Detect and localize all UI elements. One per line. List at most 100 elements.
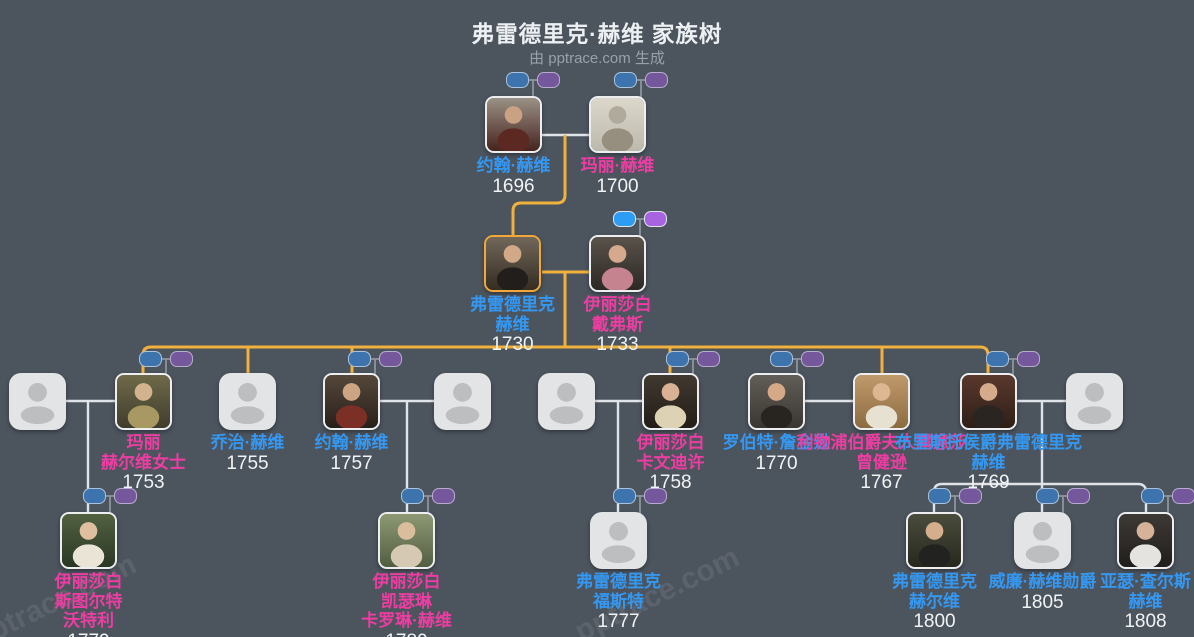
portrait-painting (380, 514, 433, 567)
portrait-frederick-hervey-1769[interactable] (960, 373, 1017, 430)
person-name: 利物浦伯爵夫人露意莎 (796, 433, 967, 452)
portrait-john-hervey-1696[interactable] (485, 96, 542, 153)
placeholder-avatar-frederick-foster-1777[interactable] (590, 512, 647, 569)
portrait-mary-lady-hervey-1753[interactable] (115, 373, 172, 430)
mother-pill-frederick-foster-1777[interactable] (644, 488, 667, 504)
portrait-mary-hervey-1700[interactable] (589, 96, 646, 153)
portrait-arthur-charles-hervey-1808[interactable] (1117, 512, 1174, 569)
person-birth-year: 1770 (755, 452, 798, 474)
mother-pill-frederick-hervey-1800[interactable] (959, 488, 982, 504)
placeholder-avatar-george-hervey-1755[interactable] (219, 373, 276, 430)
person-birth-year: 1808 (1124, 611, 1167, 632)
portrait-frederick-hervey-1730[interactable] (484, 235, 541, 292)
lineage-gen2-couple (542, 270, 589, 347)
father-pill-william-hervey-1805[interactable] (1036, 488, 1059, 504)
person-name: 弗雷德里克 (576, 572, 661, 591)
father-pill-john-hervey-1757[interactable] (348, 351, 371, 367)
person-silhouette-icon (219, 373, 276, 430)
mother-pill-mary-hervey-1700[interactable] (645, 72, 668, 88)
portrait-elizabeth-cavendish-1758[interactable] (642, 373, 699, 430)
person-birth-year: 1757 (330, 452, 373, 474)
person-name: 曾健逊 (856, 452, 907, 472)
page-title: 弗雷德里克·赫维 家族树 (471, 22, 723, 47)
person-name: 伊丽莎白 (372, 572, 441, 591)
placeholder-avatar-spouse-placeholder-2[interactable] (434, 373, 491, 430)
person-birth-year: 1758 (649, 472, 692, 493)
person-name: 赫尔维女士 (101, 452, 186, 472)
mother-pill-william-hervey-1805[interactable] (1067, 488, 1090, 504)
portrait-frederick-hervey-1800[interactable] (906, 512, 963, 569)
person-silhouette-icon (1014, 512, 1071, 569)
mother-pill-elizabeth-davers-1733[interactable] (644, 211, 667, 227)
mother-pill-john-hervey-1696[interactable] (537, 72, 560, 88)
portrait-john-hervey-1757[interactable] (323, 373, 380, 430)
person-silhouette-icon (538, 373, 595, 430)
person-name: 弗雷德里克 (470, 295, 555, 314)
mother-pill-john-hervey-1757[interactable] (379, 351, 402, 367)
person-name: 伊丽莎白 (54, 572, 123, 591)
placeholder-avatar-spouse-placeholder-4[interactable] (1066, 373, 1123, 430)
portrait-elizabeth-davers-1733[interactable] (589, 235, 646, 292)
father-pill-mary-lady-hervey-1753[interactable] (139, 351, 162, 367)
placeholder-avatar-william-hervey-1805[interactable] (1014, 512, 1071, 569)
father-pill-john-hervey-1696[interactable] (506, 72, 529, 88)
mother-pill-arthur-charles-hervey-1808[interactable] (1172, 488, 1194, 504)
portrait-painting (750, 375, 803, 428)
mother-pill-elizabeth-stuart-wortley-1779[interactable] (114, 488, 137, 504)
father-pill-frederick-hervey-1769[interactable] (986, 351, 1009, 367)
lineage-children-bus (141, 345, 990, 373)
person-name: 斯图尔特 (54, 591, 123, 611)
father-pill-arthur-charles-hervey-1808[interactable] (1141, 488, 1164, 504)
mother-pill-frederick-hervey-1769[interactable] (1017, 351, 1040, 367)
person-birth-year: 1733 (596, 334, 639, 355)
portrait-elizabeth-stuart-wortley-1779[interactable] (60, 512, 117, 569)
placeholder-avatar-spouse-placeholder-3[interactable] (538, 373, 595, 430)
father-pill-elizabeth-davers-1733[interactable] (613, 211, 636, 227)
placeholder-avatar-spouse-placeholder-1[interactable] (9, 373, 66, 430)
father-pill-frederick-hervey-1800[interactable] (928, 488, 951, 504)
portrait-robert-jenkinson-1770[interactable] (748, 373, 805, 430)
portrait-painting (325, 375, 378, 428)
father-pill-elizabeth-catherine-caroline-hervey-1780[interactable] (401, 488, 424, 504)
father-pill-elizabeth-stuart-wortley-1779[interactable] (83, 488, 106, 504)
lineage-gen1-gen2 (511, 135, 567, 235)
person-birth-year: 1730 (491, 334, 534, 355)
person-name: 亚瑟·查尔斯 (1100, 572, 1191, 591)
person-birth-year: 1780 (361, 631, 452, 637)
portrait-painting (117, 375, 170, 428)
person-birth-year: 1755 (226, 452, 269, 474)
mother-pill-elizabeth-catherine-caroline-hervey-1780[interactable] (432, 488, 455, 504)
person-silhouette-icon (1066, 373, 1123, 430)
portrait-painting (908, 514, 961, 567)
person-silhouette-icon (590, 512, 647, 569)
person-name: 赫维 (971, 452, 1006, 472)
mother-pill-robert-jenkinson-1770[interactable] (801, 351, 824, 367)
mother-pill-elizabeth-cavendish-1758[interactable] (697, 351, 720, 367)
person-name: 卡文迪许 (636, 452, 705, 472)
mother-pill-mary-lady-hervey-1753[interactable] (170, 351, 193, 367)
father-pill-mary-hervey-1700[interactable] (614, 72, 637, 88)
person-birth-year: 1769 (967, 472, 1010, 493)
portrait-elizabeth-catherine-caroline-hervey-1780[interactable] (378, 512, 435, 569)
father-pill-robert-jenkinson-1770[interactable] (770, 351, 793, 367)
person-silhouette-icon (9, 373, 66, 430)
father-pill-elizabeth-cavendish-1758[interactable] (666, 351, 689, 367)
father-pill-frederick-foster-1777[interactable] (613, 488, 636, 504)
person-name: 约翰·赫维 (476, 156, 551, 175)
person-name: 乔治·赫维 (210, 433, 285, 452)
portrait-louisa-jenkinson-1767[interactable] (853, 373, 910, 430)
